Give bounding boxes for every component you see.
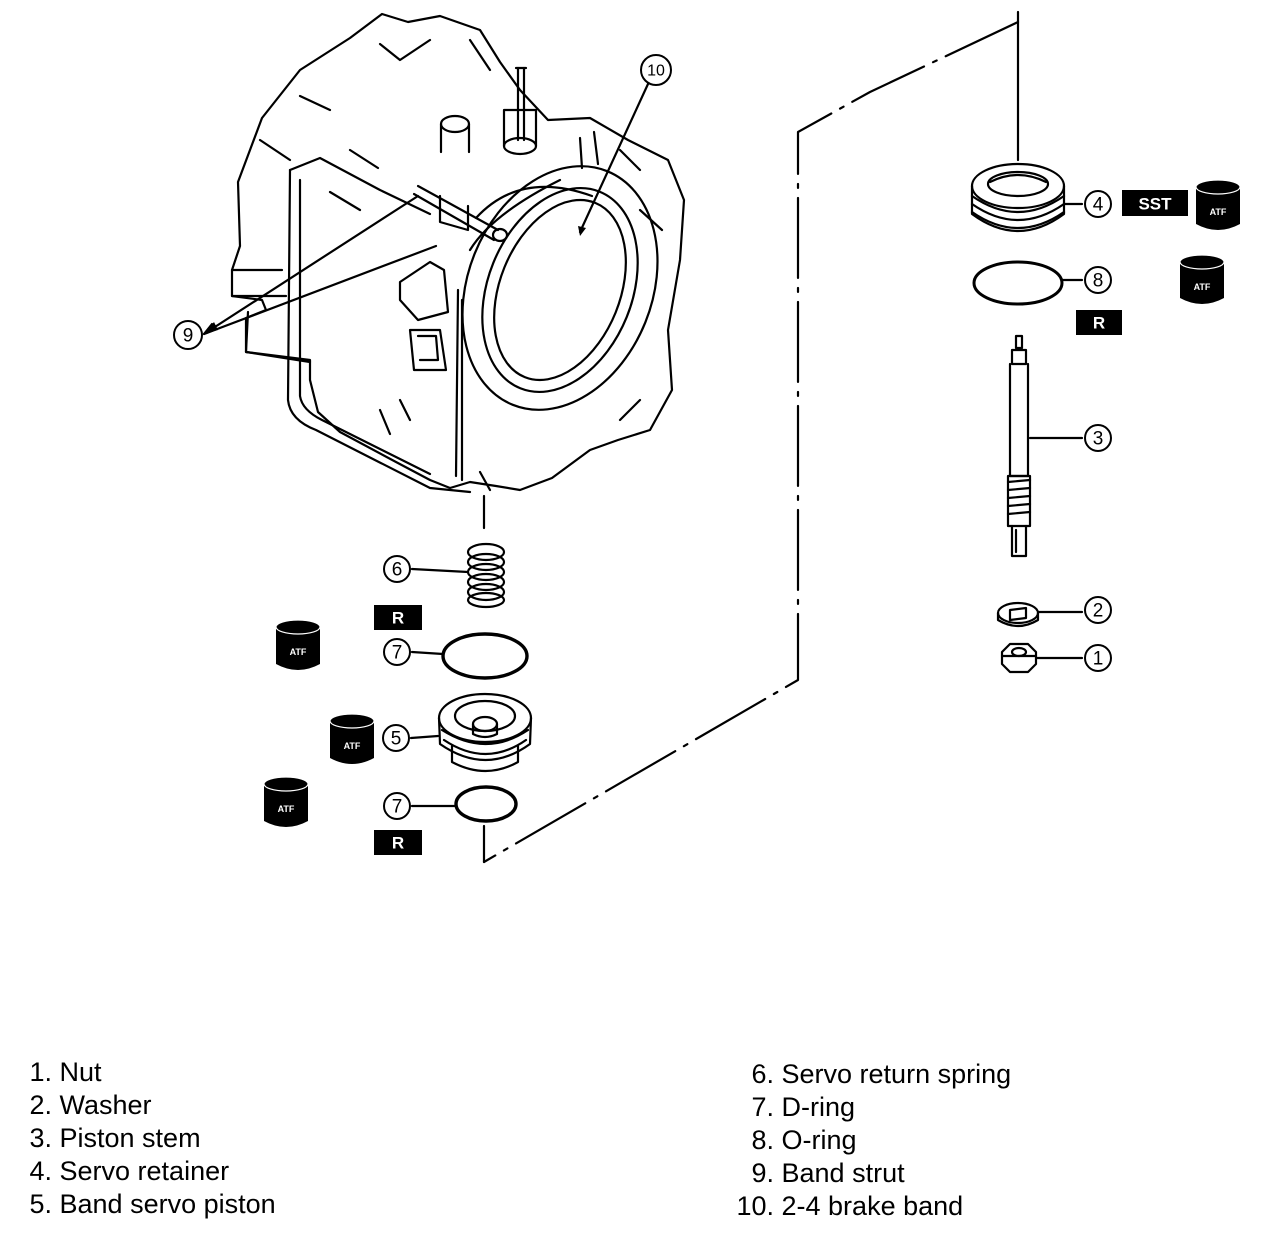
replace-tag-oring: R [1093,314,1105,333]
legend-item: 7. D-ring [751,1092,856,1122]
sst-tag: SST [1138,195,1172,214]
svg-text:ATF: ATF [1210,207,1227,217]
washer [996,601,1040,628]
callout-9: 9 [183,326,194,347]
callout-3: 3 [1093,429,1104,450]
parts-legend-right: 6. Servo return spring 7. D-ring 8. O-ri… [724,1058,1011,1223]
o-ring [972,260,1064,306]
legend-item: 2. Washer [29,1090,152,1120]
transmission-case [230,12,686,530]
leader-10 [578,82,650,234]
legend-item: 6. Servo return spring [751,1059,1012,1089]
callout-7-upper: 7 [392,643,403,664]
legend-item: 9. Band strut [751,1158,905,1188]
atf-can-oring: ATF [1179,254,1225,304]
nut [1000,642,1038,674]
replace-tag-upper: R [392,609,404,628]
callout-7-lower: 7 [392,797,403,818]
callout-4: 4 [1093,195,1104,216]
svg-text:ATF: ATF [344,741,361,751]
servo-retainer [970,162,1066,232]
replace-tag-lower: R [392,834,404,853]
callout-10: 10 [647,63,665,80]
callout-6: 6 [392,560,403,581]
exploded-parts-diagram: 9 10 6 7 5 7 4 8 3 2 1 SST R R R ATF ATF… [173,10,1241,864]
piston-stem [1006,334,1032,558]
atf-can-dring-lower: ATF [263,776,309,827]
svg-text:ATF: ATF [1194,282,1211,292]
legend-item: 5. Band servo piston [29,1189,276,1219]
parts-legend-left: 1. Nut 2. Washer 3. Piston stem 4. Servo… [18,1056,276,1221]
callout-1: 1 [1093,649,1104,670]
leader-9 [202,194,438,336]
legend-item: 8. O-ring [751,1125,857,1155]
callout-2: 2 [1093,601,1104,622]
d-ring-upper [441,632,529,680]
legend-item: 3. Piston stem [29,1123,201,1153]
svg-text:ATF: ATF [290,647,307,657]
legend-item: 10. 2-4 brake band [736,1191,964,1221]
band-servo-piston [437,692,533,772]
atf-can-retainer: ATF [1195,179,1241,230]
servo-return-spring [466,542,506,609]
svg-text:ATF: ATF [278,804,295,814]
atf-can-piston: ATF [329,713,375,764]
callout-5: 5 [391,729,402,750]
legend-item: 4. Servo retainer [29,1156,230,1186]
legend-item: 1. Nut [29,1057,102,1087]
d-ring-lower [454,785,518,823]
callout-8: 8 [1093,271,1104,292]
atf-can-dring-upper: ATF [275,619,321,670]
